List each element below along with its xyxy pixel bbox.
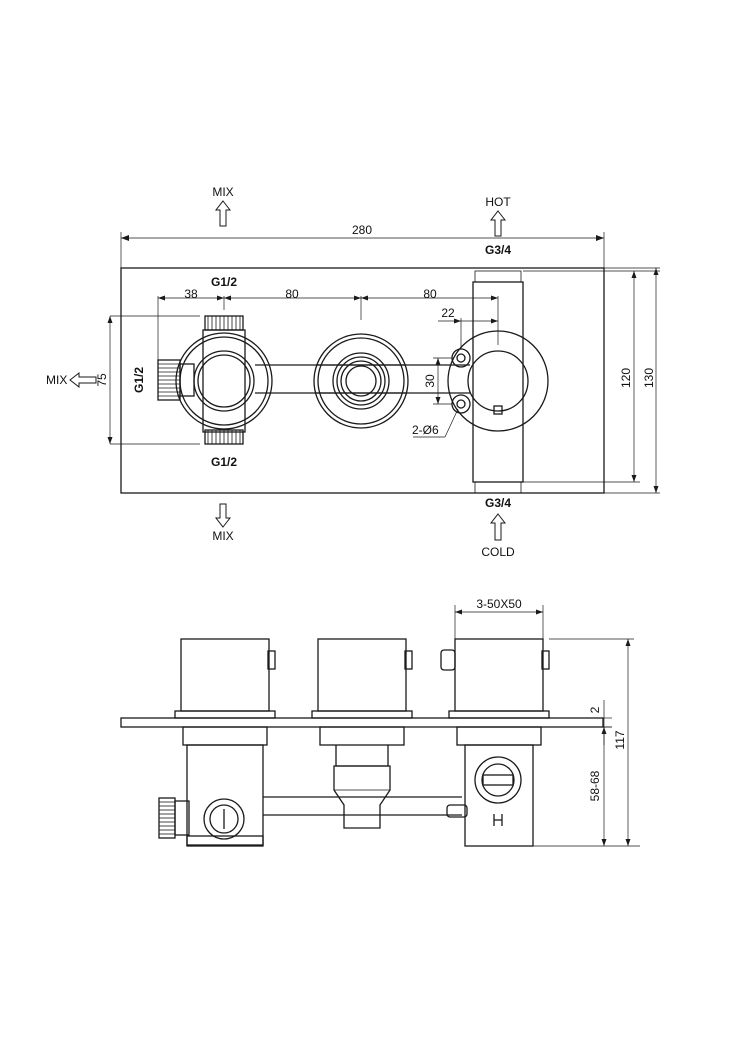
dimension-handles: 3-50X50 bbox=[454, 597, 544, 639]
dim-22-label: 22 bbox=[441, 306, 455, 320]
side-left-body bbox=[158, 726, 268, 847]
dim-30-label: 30 bbox=[423, 374, 437, 388]
side-right-body bbox=[446, 726, 542, 847]
thread-bottom-left-label: G1/2 bbox=[211, 455, 237, 469]
dimension-75: 75 bbox=[95, 316, 113, 444]
dimension-spacing-row: 38 80 80 bbox=[157, 287, 498, 360]
mounting-holes bbox=[451, 348, 471, 414]
mix-top-arrow-icon bbox=[214, 200, 232, 227]
thread-top-left-label: G1/2 bbox=[211, 275, 237, 289]
thread-top-right-label: G3/4 bbox=[485, 243, 511, 257]
cold-arrow-icon bbox=[489, 513, 507, 541]
dim-130-label: 130 bbox=[642, 368, 656, 388]
thread-side-left-label: G1/2 bbox=[132, 367, 146, 393]
side-plate bbox=[120, 717, 604, 728]
dimension-overall-width: 280 bbox=[120, 223, 605, 268]
side-thread bbox=[157, 359, 195, 401]
side-connecting-pipe bbox=[263, 796, 462, 816]
mix-bottom-label: MIX bbox=[212, 529, 233, 543]
hot-arrow-icon bbox=[489, 210, 507, 237]
handle-middle bbox=[311, 638, 413, 719]
hot-label: HOT bbox=[485, 195, 511, 209]
top-thread bbox=[204, 315, 244, 331]
dim-80a-label: 80 bbox=[285, 287, 299, 301]
handle-right bbox=[440, 638, 550, 719]
dimension-30: 30 bbox=[423, 357, 452, 405]
dim-120-label: 120 bbox=[619, 368, 633, 388]
dim-80b-label: 80 bbox=[423, 287, 437, 301]
mix-top-label: MIX bbox=[212, 185, 233, 199]
dimension-plate-thickness: 2 bbox=[588, 700, 612, 745]
left-valve bbox=[157, 315, 273, 445]
dim-handles-label: 3-50X50 bbox=[476, 597, 522, 611]
mix-left-label: MIX bbox=[46, 373, 67, 387]
dim-58-68-label: 58-68 bbox=[588, 770, 602, 801]
dimension-depth-range: 58-68 bbox=[533, 726, 640, 847]
dim-280-label: 280 bbox=[352, 223, 372, 237]
cold-label: COLD bbox=[481, 545, 515, 559]
side-middle-body bbox=[319, 726, 405, 829]
dim-117-label: 117 bbox=[613, 730, 627, 749]
handle-left bbox=[174, 638, 276, 719]
dim-holes-label: 2-Ø6 bbox=[412, 423, 439, 437]
dimension-total-depth: 117 bbox=[549, 638, 634, 846]
cover-plate bbox=[120, 267, 605, 494]
side-view: 3-50X50 2 58-68 117 bbox=[120, 597, 640, 847]
holes-callout: 2-Ø6 bbox=[412, 408, 459, 438]
dim-38-label: 38 bbox=[184, 287, 198, 301]
mix-bottom-arrow-icon bbox=[214, 503, 232, 528]
front-view: 280 38 80 80 22 bbox=[46, 185, 660, 559]
dimension-heights: 120 130 bbox=[523, 267, 660, 494]
dim-2-label: 2 bbox=[588, 706, 602, 713]
center-lines bbox=[110, 296, 499, 445]
mix-left-arrow-icon bbox=[69, 371, 97, 389]
bottom-thread bbox=[204, 429, 244, 445]
thread-bottom-right-label: G3/4 bbox=[485, 496, 511, 510]
dimension-22: 22 bbox=[438, 306, 498, 349]
dim-75-label: 75 bbox=[95, 373, 109, 387]
middle-valve bbox=[313, 333, 409, 429]
